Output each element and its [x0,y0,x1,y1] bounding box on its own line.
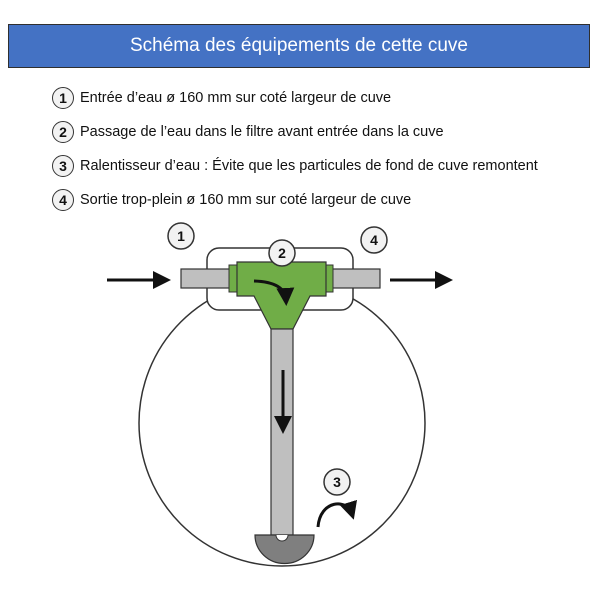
number-badge: 3 [52,155,74,177]
legend-item: 2 Passage de l’eau dans le filtre avant … [52,120,598,144]
legend-list: 1 Entrée d’eau ø 160 mm sur coté largeur… [52,86,598,222]
legend-item: 1 Entrée d’eau ø 160 mm sur coté largeur… [52,86,598,110]
legend-text: Ralentisseur d’eau : Évite que les parti… [80,158,538,174]
slowdown-bowl [254,534,315,565]
legend-text: Passage de l’eau dans le filtre avant en… [80,124,444,140]
marker-label: 4 [370,232,378,248]
marker-1: 1 [167,222,195,250]
number-badge: 1 [52,87,74,109]
legend-item: 4 Sortie trop-plein ø 160 mm sur coté la… [52,188,598,212]
page-title: Schéma des équipements de cette cuve [130,35,468,56]
down-pipe [270,328,294,536]
curved-flow-arrow [253,279,295,306]
number-badge: 4 [52,189,74,211]
marker-label: 3 [333,474,341,490]
legend-text: Entrée d’eau ø 160 mm sur coté largeur d… [80,90,392,106]
rise-arrow [316,499,357,528]
marker-label: 2 [278,245,286,261]
number-badge: 2 [52,121,74,143]
marker-label: 1 [177,228,185,244]
legend-text: Sortie trop-plein ø 160 mm sur coté larg… [80,192,412,208]
bowl-notch [275,534,289,542]
legend-item: 3 Ralentisseur d’eau : Évite que les par… [52,154,598,178]
title-bar: Schéma des équipements de cette cuve [8,24,590,68]
marker-4: 4 [360,226,388,254]
marker-2: 2 [268,239,296,267]
marker-3: 3 [323,468,351,496]
